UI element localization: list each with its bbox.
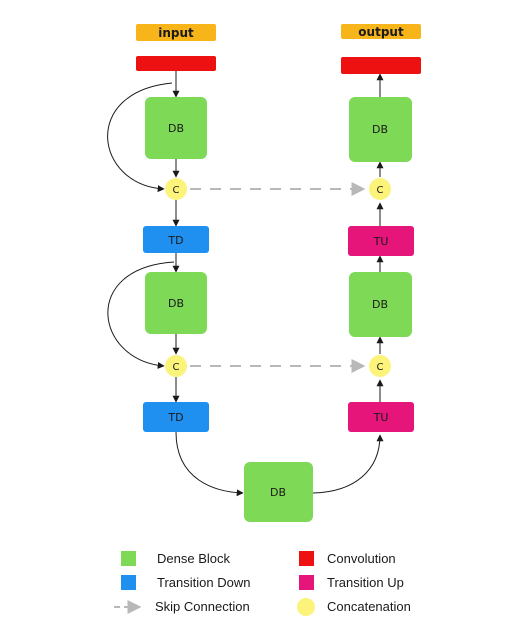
legend-label-transition-up: Transition Up — [327, 575, 404, 590]
legend-label-transition-down: Transition Down — [157, 575, 250, 590]
concat-node-right-1-label: C — [377, 185, 384, 196]
arrow-skip-around-db-2 — [107, 261, 175, 369]
concat-node-right-2 — [369, 355, 391, 377]
legend-label-skip-connection: Skip Connection — [155, 599, 250, 614]
input-label: input — [158, 26, 194, 40]
dense-block-1-label: DB — [168, 122, 184, 135]
legend-label-convolution: Convolution — [327, 551, 396, 566]
input-label-box — [136, 24, 216, 41]
convolution-box-output — [341, 57, 421, 74]
output-label: output — [358, 25, 404, 39]
convolution-box-input — [136, 56, 216, 71]
legend-swatch-transition-down — [121, 575, 136, 590]
encoder-column: input DB C TD DB C TD — [136, 24, 216, 432]
dense-block-3 — [349, 97, 412, 162]
dense-block-2-label: DB — [168, 297, 184, 310]
dense-block-3-label: DB — [372, 123, 388, 136]
legend-swatch-dense-block — [121, 551, 136, 566]
arrow-skip-around-db-1 — [107, 82, 173, 193]
transition-up-1 — [348, 226, 414, 256]
bottleneck: DB — [244, 462, 313, 522]
arrow-td-to-bottleneck — [175, 431, 244, 497]
legend: Dense Block Convolution Transition Down … — [114, 551, 411, 616]
dense-block-4-label: DB — [372, 298, 388, 311]
concat-node-left-1 — [165, 178, 187, 200]
dense-block-bottleneck — [244, 462, 313, 522]
concat-node-right-1 — [369, 178, 391, 200]
legend-swatch-convolution — [299, 551, 314, 566]
transition-up-2-label: TU — [373, 411, 389, 424]
concat-node-left-2-label: C — [173, 362, 180, 373]
transition-down-2-label: TD — [167, 411, 183, 424]
dense-block-bottleneck-label: DB — [270, 486, 286, 499]
concat-node-left-2 — [165, 355, 187, 377]
decoder-column: output DB C TU DB C TU — [341, 24, 421, 432]
concat-node-left-1-label: C — [173, 185, 180, 196]
legend-swatch-transition-up — [299, 575, 314, 590]
legend-swatch-concatenation — [297, 598, 315, 616]
output-label-box — [341, 24, 421, 39]
legend-label-dense-block: Dense Block — [157, 551, 230, 566]
skip-connections — [190, 182, 366, 373]
dense-block-4 — [349, 272, 412, 337]
transition-down-1 — [143, 226, 209, 253]
transition-up-2 — [348, 402, 414, 432]
transition-up-1-label: TU — [373, 235, 389, 248]
legend-label-concatenation: Concatenation — [327, 599, 411, 614]
connectors — [107, 71, 384, 497]
dense-block-2 — [145, 272, 207, 334]
arrow-bottleneck-to-tu — [312, 434, 384, 494]
dense-block-1 — [145, 97, 207, 159]
transition-down-2 — [143, 402, 209, 432]
transition-down-1-label: TD — [167, 234, 183, 247]
concat-node-right-2-label: C — [377, 362, 384, 373]
